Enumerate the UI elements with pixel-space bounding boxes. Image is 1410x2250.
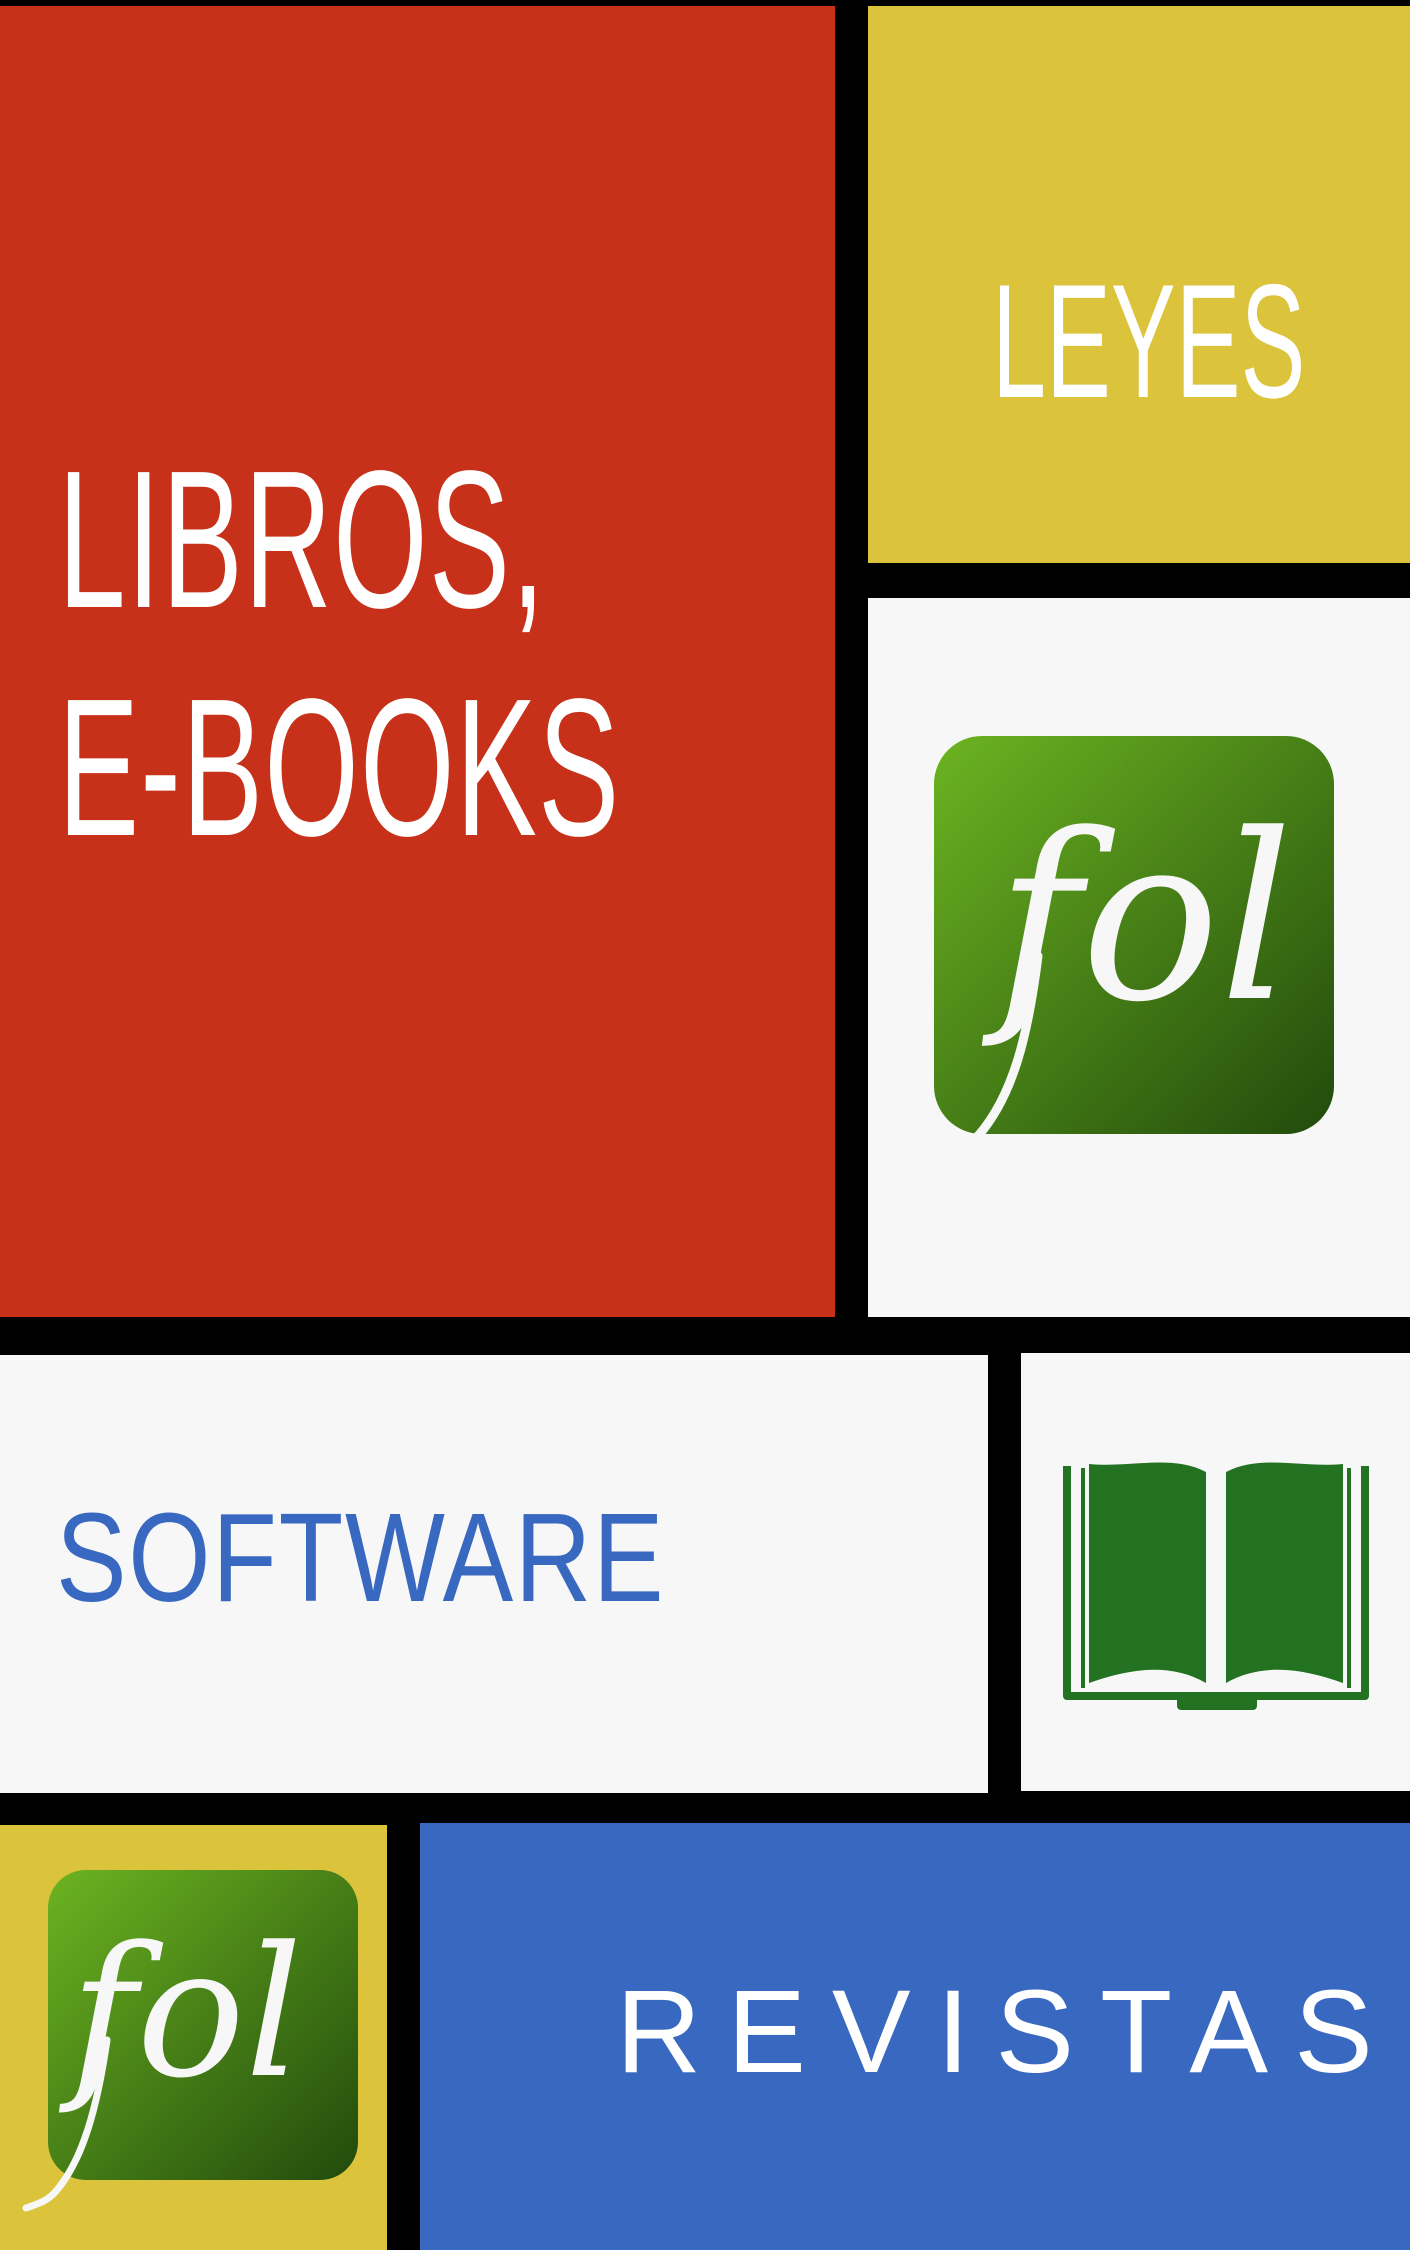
software-label: SOFTWARE bbox=[56, 1487, 666, 1628]
tile-open-book[interactable] bbox=[1021, 1353, 1410, 1791]
libros-ebooks-label: LIBROS, E-BOOKS bbox=[58, 426, 620, 882]
tile-libros-ebooks[interactable]: LIBROS, E-BOOKS bbox=[0, 6, 835, 1317]
tile-fol-logo[interactable]: fol bbox=[868, 598, 1410, 1317]
libros-line: LIBROS, bbox=[58, 430, 547, 649]
fol-logo-icon: fol bbox=[22, 1870, 358, 2212]
tile-leyes[interactable]: LEYES bbox=[868, 6, 1410, 563]
tile-revistas[interactable]: REVISTAS bbox=[420, 1823, 1410, 2250]
tile-fol-logo-small[interactable]: fol bbox=[0, 1825, 387, 2250]
fol-logo-text: fol bbox=[58, 1909, 303, 2118]
revistas-label: REVISTAS bbox=[616, 1966, 1399, 2098]
leyes-label: LEYES bbox=[992, 251, 1306, 432]
fol-logo-icon: fol bbox=[923, 736, 1334, 1166]
tile-software[interactable]: SOFTWARE bbox=[0, 1355, 988, 1793]
ebooks-line: E-BOOKS bbox=[58, 658, 621, 877]
open-book-icon bbox=[1063, 1462, 1369, 1710]
